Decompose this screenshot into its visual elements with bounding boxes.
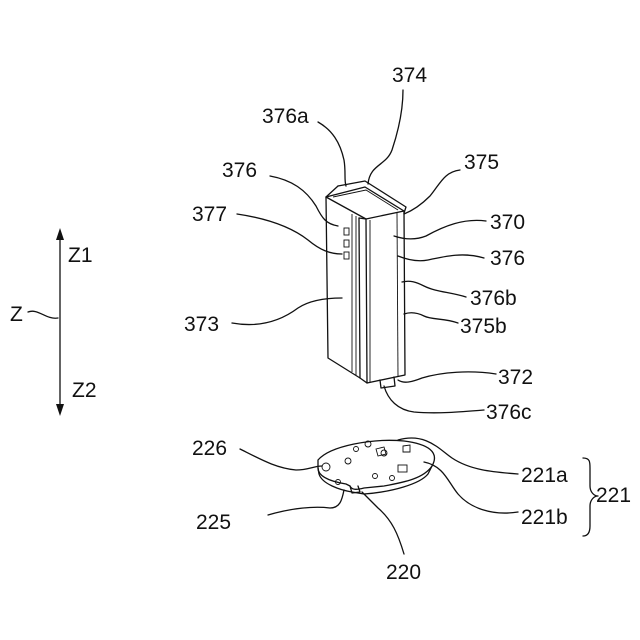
label-376-right: 376	[490, 247, 525, 270]
z-axis-arrow	[28, 228, 64, 416]
label-221b: 221b	[521, 506, 568, 529]
axis-label-z1: Z1	[68, 244, 93, 267]
label-375b: 375b	[460, 315, 507, 338]
label-376-top: 376	[222, 159, 257, 182]
label-221a: 221a	[521, 464, 568, 487]
label-373: 373	[184, 313, 219, 336]
label-374: 374	[392, 64, 427, 87]
label-221: 221	[596, 484, 631, 507]
component-370-body	[326, 181, 406, 388]
label-376b: 376b	[470, 287, 517, 310]
label-226: 226	[192, 437, 227, 460]
label-376a: 376a	[262, 105, 309, 128]
label-370: 370	[490, 211, 525, 234]
axis-label-z: Z	[10, 303, 23, 326]
label-220: 220	[386, 561, 421, 584]
label-377: 377	[192, 203, 227, 226]
label-225: 225	[196, 511, 231, 534]
axis-label-z2: Z2	[72, 379, 97, 402]
plate-220	[318, 440, 434, 494]
label-375: 375	[464, 151, 499, 174]
label-376c: 376c	[486, 401, 532, 424]
label-372: 372	[498, 366, 533, 389]
